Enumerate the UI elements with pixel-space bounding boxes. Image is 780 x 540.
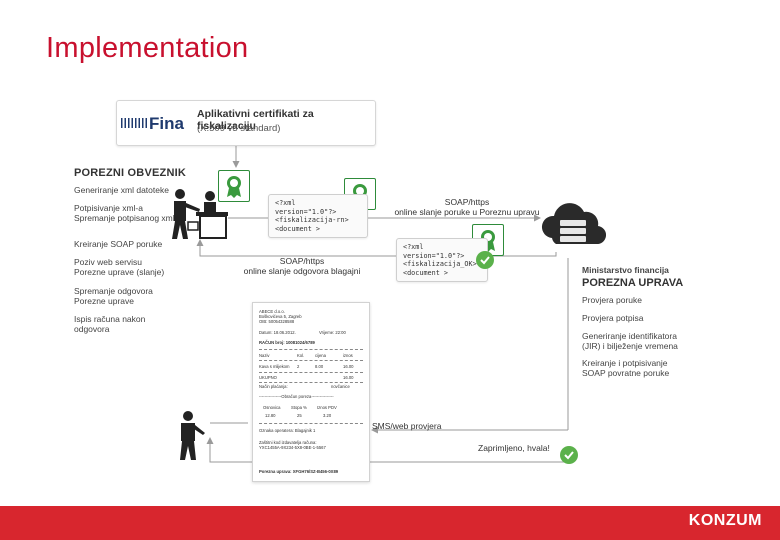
receipt-tax-header: Osnovica xyxy=(263,405,281,410)
receipt-tax-header: Stopa % xyxy=(291,405,307,410)
receipt-tax-header: Iznos PDV xyxy=(317,405,337,410)
check-icon xyxy=(476,251,494,269)
receipt-item-price: 8.00 xyxy=(315,364,324,369)
receipt-total: 16.00 xyxy=(343,375,354,380)
receipt-tax-title: ----------------Obračun poreza----------… xyxy=(259,394,334,399)
receipt-tax-value: 12.80 xyxy=(265,413,276,418)
taxpayer-step: Potpisivanje xml-a Spremanje potpisanog … xyxy=(74,203,183,223)
receipt-col-header: Kol. xyxy=(297,353,305,358)
thanks-label: Zaprimljeno, hvala! xyxy=(478,443,550,453)
customer-icon xyxy=(180,411,205,460)
check-icon xyxy=(560,446,578,464)
receipt-company: ABECE d.o.o. xyxy=(259,309,285,314)
taxpayer-step: Spremanje odgovora Porezne uprave xyxy=(74,286,153,306)
taxpayer-heading: POREZNI OBVEZNIK xyxy=(74,167,186,179)
server-cloud-icon xyxy=(541,203,606,245)
ministry-heading: Ministarstvo financija xyxy=(582,265,669,275)
receipt-operator: Oznaka operatera: Blagajnik 1 xyxy=(259,428,316,433)
send-label: SOAP/https online slanje poruke u Porezn… xyxy=(394,197,540,217)
sms-label: SMS/web provjera xyxy=(372,421,442,431)
certificate-seal-icon xyxy=(227,176,241,198)
taxpayer-step: Kreiranje SOAP poruke xyxy=(74,239,163,249)
certificate-badge xyxy=(218,170,250,202)
receipt-zki: YXC1455A-9X234-5X8-0BE-1-5567 xyxy=(259,445,326,450)
receipt-time: Vrijeme: 22:00 xyxy=(319,330,346,335)
tax-authority-step: Generiranje identifikatora (JIR) i bilje… xyxy=(582,331,678,351)
receipt-col-header: Naziv xyxy=(259,353,270,358)
receipt: ABECE d.o.o. Boškovićeva 5, Zagreb OIB: … xyxy=(252,302,370,482)
fina-subtitle: (X.509 v3 standard) xyxy=(197,123,281,134)
receipt-col-header: cijena xyxy=(315,353,326,358)
receipt-item-qty: 2 xyxy=(297,364,300,369)
receipt-oib: OIB: 50054328588 xyxy=(259,319,295,324)
receipt-address: Boškovićeva 5, Zagreb xyxy=(259,314,302,319)
receipt-number: RAČUN broj: 10081024/6789 xyxy=(259,340,315,345)
receipt-divider xyxy=(259,349,363,350)
receipt-divider xyxy=(259,423,363,424)
fina-logo: Fina xyxy=(121,114,184,134)
receipt-date: Datum: 18.06.2012. xyxy=(259,330,296,335)
receipt-zki-label: Zaštitni kod izdavatelja računa: xyxy=(259,440,317,445)
receipt-payment: novčanice xyxy=(331,384,350,389)
taxpayer-step: Generiranje xml datoteke xyxy=(74,185,169,195)
receipt-item-amount: 16.00 xyxy=(343,364,354,369)
receipt-tax-value: 25 xyxy=(297,413,302,418)
tax-authority-step: Provjera poruke xyxy=(582,295,643,305)
taxpayer-step: Ispis računa nakon odgovora xyxy=(74,314,146,334)
receipt-divider xyxy=(259,372,363,373)
xml-response-box: <?xml version="1.0"?> <fiskalizacija_OK>… xyxy=(396,238,488,282)
fina-certificate-box: Fina Aplikativni certifikati za fiskaliz… xyxy=(116,100,376,146)
receipt-jir: Porezna uprava: XFGH76/SZ-B456-0X89 xyxy=(259,469,339,474)
receipt-payment-label: Način plaćanja: xyxy=(259,384,288,389)
taxpayer-step: Poziv web servisu Porezne uprave (slanje… xyxy=(74,257,165,277)
reply-label: SOAP/https online slanje odgovora blagaj… xyxy=(243,256,361,276)
receipt-divider xyxy=(259,360,363,361)
receipt-col-header: iznos xyxy=(343,353,353,358)
receipt-total-label: UKUPNO xyxy=(259,375,277,380)
xml-request-box: <?xml version="1.0"?> <fiskalizacija-rn>… xyxy=(268,194,368,238)
konzum-logo: KONZUM xyxy=(688,512,762,529)
fina-title: Aplikativni certifikati za fiskalizaciju xyxy=(197,108,314,132)
receipt-item-name: Kava s mlijekom xyxy=(259,364,290,369)
footer-bar xyxy=(0,506,780,540)
receipt-tax-value: 3.20 xyxy=(323,413,332,418)
receipt-divider xyxy=(259,382,363,383)
tax-authority-heading: POREZNA UPRAVA xyxy=(582,277,684,289)
cashier-icon xyxy=(172,189,228,239)
tax-authority-step: Kreiranje i potpisivanje SOAP povratne p… xyxy=(582,358,670,378)
slide-title: Implementation xyxy=(46,32,249,64)
tax-authority-step: Provjera potpisa xyxy=(582,313,644,323)
fina-logo-bars-icon xyxy=(121,118,147,128)
